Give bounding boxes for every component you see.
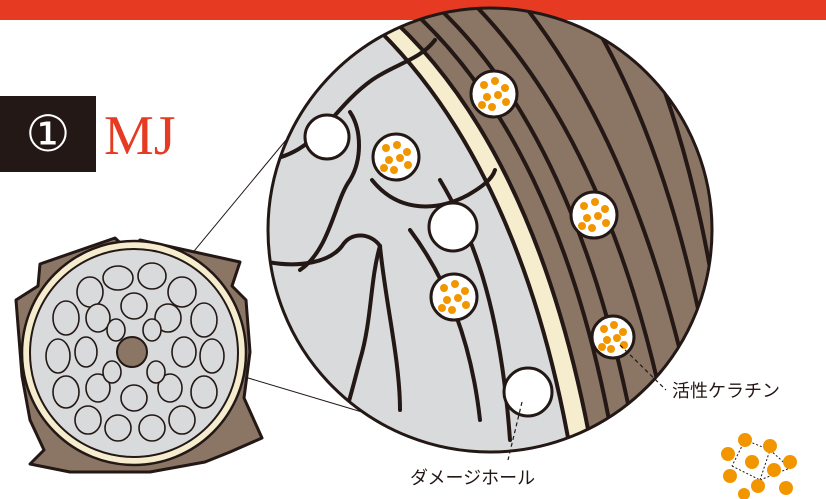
- keratin-filled-hole: [429, 272, 479, 322]
- damage-hole-icon: [303, 113, 351, 161]
- product-name: MJ: [104, 105, 176, 167]
- header-accent-bar: [0, 0, 826, 20]
- keratin-filled-hole: [371, 132, 421, 182]
- product-name-label: MJ: [104, 96, 192, 172]
- magnifier-guide-line-bottom: [227, 371, 363, 413]
- keratin-filled-hole: [569, 190, 619, 240]
- damage-hole-icon: [427, 201, 479, 253]
- step-number: ①: [25, 105, 71, 163]
- keratin-filled-hole: [469, 69, 519, 119]
- damage-hole-label: ダメージホール: [410, 468, 536, 489]
- damage-hole-icon: [502, 366, 554, 418]
- keratin-particle-icon: [721, 433, 797, 499]
- hair-cross-section-small: [14, 236, 264, 474]
- damage-hole-leader-line: [507, 401, 523, 461]
- medulla: [116, 336, 148, 368]
- active-keratin-label: 活性ケラチン: [672, 381, 780, 402]
- keratin-leader-line: [619, 344, 667, 391]
- step-number-badge: ①: [0, 96, 96, 172]
- magnifier-guide-line-top: [184, 127, 297, 263]
- magnified-hair-view: [266, 6, 714, 454]
